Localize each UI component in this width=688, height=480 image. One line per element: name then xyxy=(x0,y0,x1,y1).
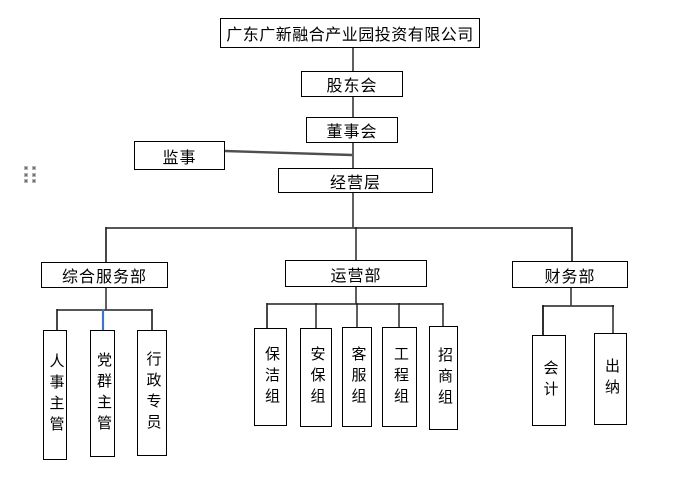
org-node-finance-dept[interactable]: 财务部 xyxy=(512,261,628,288)
org-node-label: 保洁组 xyxy=(263,345,279,409)
org-node-supervisor[interactable]: 监事 xyxy=(134,141,225,170)
org-node-admin-specialist[interactable]: 行政专员 xyxy=(137,330,167,456)
supervisor-connector-line xyxy=(224,149,353,157)
org-node-cleaning-team[interactable]: 保洁组 xyxy=(254,328,287,426)
org-node-label: 人事主管 xyxy=(47,353,64,437)
grip-dot xyxy=(32,166,36,170)
grip-dot xyxy=(32,172,36,177)
org-node-hr-supervisor[interactable]: 人事主管 xyxy=(43,330,67,460)
grip-dot xyxy=(24,172,28,177)
org-node-label: 招商组 xyxy=(436,346,452,410)
org-node-shareholders[interactable]: 股东会 xyxy=(301,71,403,97)
org-node-board[interactable]: 董事会 xyxy=(306,117,398,143)
org-node-label: 行政专员 xyxy=(144,351,161,435)
grip-dot xyxy=(24,166,28,170)
org-node-accountant[interactable]: 会计 xyxy=(532,335,566,426)
org-node-label: 客服组 xyxy=(349,345,366,409)
org-node-engineering-team[interactable]: 工程组 xyxy=(382,327,417,427)
org-node-general-services-dept[interactable]: 综合服务部 xyxy=(41,262,168,288)
org-node-security-team[interactable]: 安保组 xyxy=(300,328,332,427)
org-node-investment-team[interactable]: 招商组 xyxy=(429,326,458,430)
org-node-customer-service-team[interactable]: 客服组 xyxy=(342,327,372,427)
org-node-label: 工程组 xyxy=(392,345,408,409)
grip-dot xyxy=(24,179,28,183)
org-node-operations-dept[interactable]: 运营部 xyxy=(285,260,427,287)
org-node-party-group-supervisor[interactable]: 党群主管 xyxy=(90,330,115,457)
org-node-label: 党群主管 xyxy=(95,351,111,436)
org-node-label: 会计 xyxy=(541,359,558,402)
org-node-label: 安保组 xyxy=(308,346,325,409)
org-node-management[interactable]: 经营层 xyxy=(278,168,433,193)
drag-handle-icon[interactable] xyxy=(24,166,36,183)
grip-dot xyxy=(32,179,36,183)
org-node-company[interactable]: 广东广新融合产业园投资有限公司 xyxy=(220,18,480,48)
org-node-cashier[interactable]: 出纳 xyxy=(594,333,627,425)
org-node-label: 出纳 xyxy=(603,358,619,400)
